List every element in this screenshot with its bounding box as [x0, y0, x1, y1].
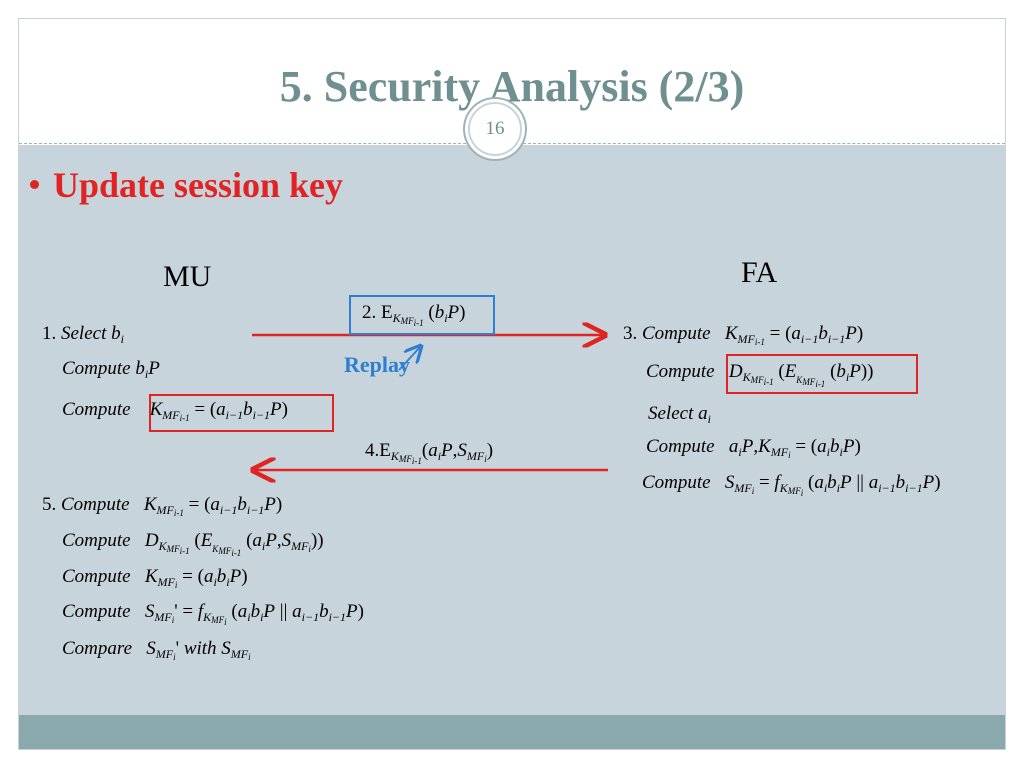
message2-label: 2. EKMFi-1 (biP)	[362, 302, 466, 328]
bullet-heading: Update session key	[30, 164, 343, 206]
fa-step3-select: Select ai	[648, 403, 711, 426]
mu-key-highlight	[149, 394, 334, 432]
replay-arrow	[398, 346, 421, 371]
slide-title: 5. Security Analysis (2/3)	[279, 62, 745, 111]
mu-step5-compute-s-prime: Compute SMFi' = fKMFi (aibiP || ai−1bi−1…	[62, 601, 364, 627]
fa-step3-compute-s: Compute SMFi = fKMFi (aibiP || ai−1bi−1P…	[642, 472, 941, 498]
mu-step5-compute-key: 5. Compute KMFi-1 = (ai−1bi−1P)	[42, 494, 283, 518]
footer-band	[19, 715, 1005, 749]
mu-step1-compute-key: Compute KMFi-1 = (ai−1bi−1P)	[62, 399, 288, 423]
fa-step3-compute-aip: Compute aiP,KMFi = (aibiP)	[646, 436, 861, 460]
mu-step5-compute-new-key: Compute KMFi = (aibiP)	[62, 566, 248, 590]
replay-label: Replay	[344, 352, 410, 377]
party-fa: FA	[741, 256, 778, 289]
bullet-icon	[30, 180, 39, 190]
message4-label: 4.EKMFi-1(aiP,SMFi)	[365, 440, 494, 466]
fa-decrypt-highlight	[726, 354, 918, 394]
mu-step1-select: 1. Select bi	[42, 323, 124, 346]
mu-step5-decrypt: Compute DKMFi-1 (EKMFi-1 (aiP,SMFi))	[62, 530, 324, 558]
bullet-text: Update session key	[53, 165, 344, 205]
mu-step1-compute-bip: Compute biP	[62, 358, 160, 381]
page-number-badge: 16	[468, 102, 522, 156]
fa-step3-compute-key: 3. Compute KMFi-1 = (ai−1bi−1P)	[623, 323, 864, 347]
message2-highlight	[349, 295, 495, 335]
party-mu: MU	[163, 260, 212, 293]
mu-step5-compare: Compare SMFi' with SMFi	[62, 638, 251, 662]
fa-step3-decrypt: Compute DKMFi-1 (EKMFi-1 (biP))	[646, 361, 874, 389]
